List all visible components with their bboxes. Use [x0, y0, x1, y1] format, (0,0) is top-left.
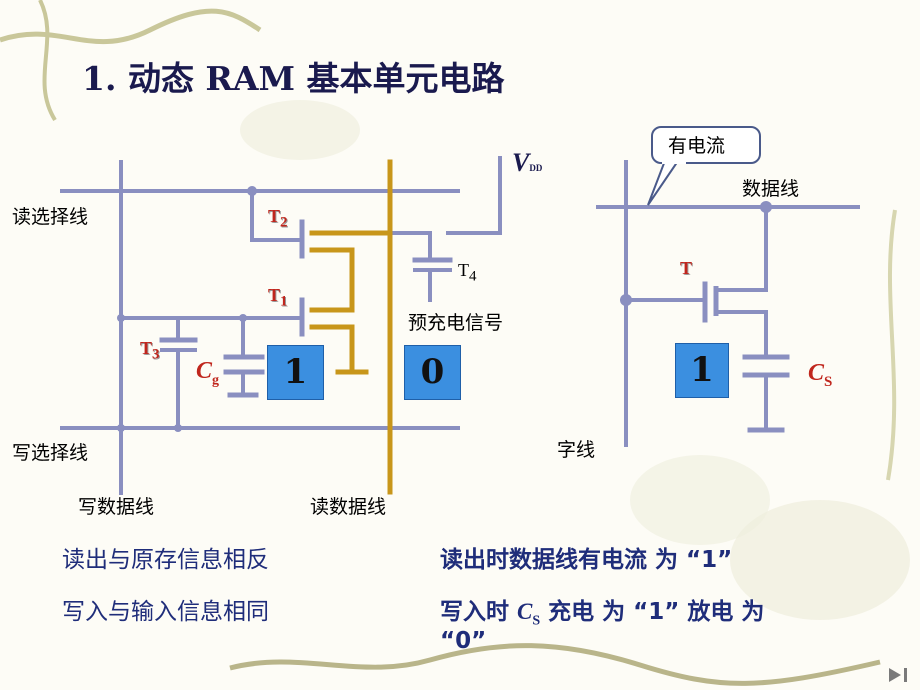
write-select-label: 写选择线 — [12, 442, 89, 464]
vdd-label: VDD — [512, 148, 543, 177]
word-line-label: 字线 — [557, 439, 596, 461]
t-label: T — [680, 258, 693, 278]
current-callout — [651, 126, 761, 164]
next-slide-icon[interactable] — [886, 666, 912, 684]
note-write-charge: 写入时 CS 充电 为 “1” 放电 为 — [440, 599, 765, 629]
cs-label: CS — [808, 360, 833, 390]
right-stored-bit-box: 1 — [675, 343, 729, 398]
t4-label: T4 — [458, 260, 477, 285]
write-data-label: 写数据线 — [78, 496, 155, 518]
t1-label: T1 — [268, 285, 288, 310]
cg-label: Cg — [196, 358, 220, 388]
read-select-label: 读选择线 — [12, 206, 89, 228]
page-title: 1. 动态 RAM 基本单元电路 — [82, 59, 505, 98]
note-write-zero: “0” — [440, 628, 487, 654]
note-write-same: 写入与输入信息相同 — [62, 599, 269, 625]
precharge-label: 预充电信号 — [408, 312, 504, 334]
data-line-label: 数据线 — [742, 178, 800, 200]
t2-label: T2 — [268, 206, 288, 231]
read-data-label: 读数据线 — [310, 496, 387, 518]
callout-text: 有电流 — [668, 135, 726, 157]
note-read-inverted: 读出与原存信息相反 — [62, 547, 269, 573]
stored-bit-box: 1 — [267, 345, 324, 400]
t3-label: T3 — [140, 338, 160, 363]
note-read-current: 读出时数据线有电流 为 “1” — [440, 547, 733, 573]
read-bit-box: 0 — [404, 345, 461, 400]
